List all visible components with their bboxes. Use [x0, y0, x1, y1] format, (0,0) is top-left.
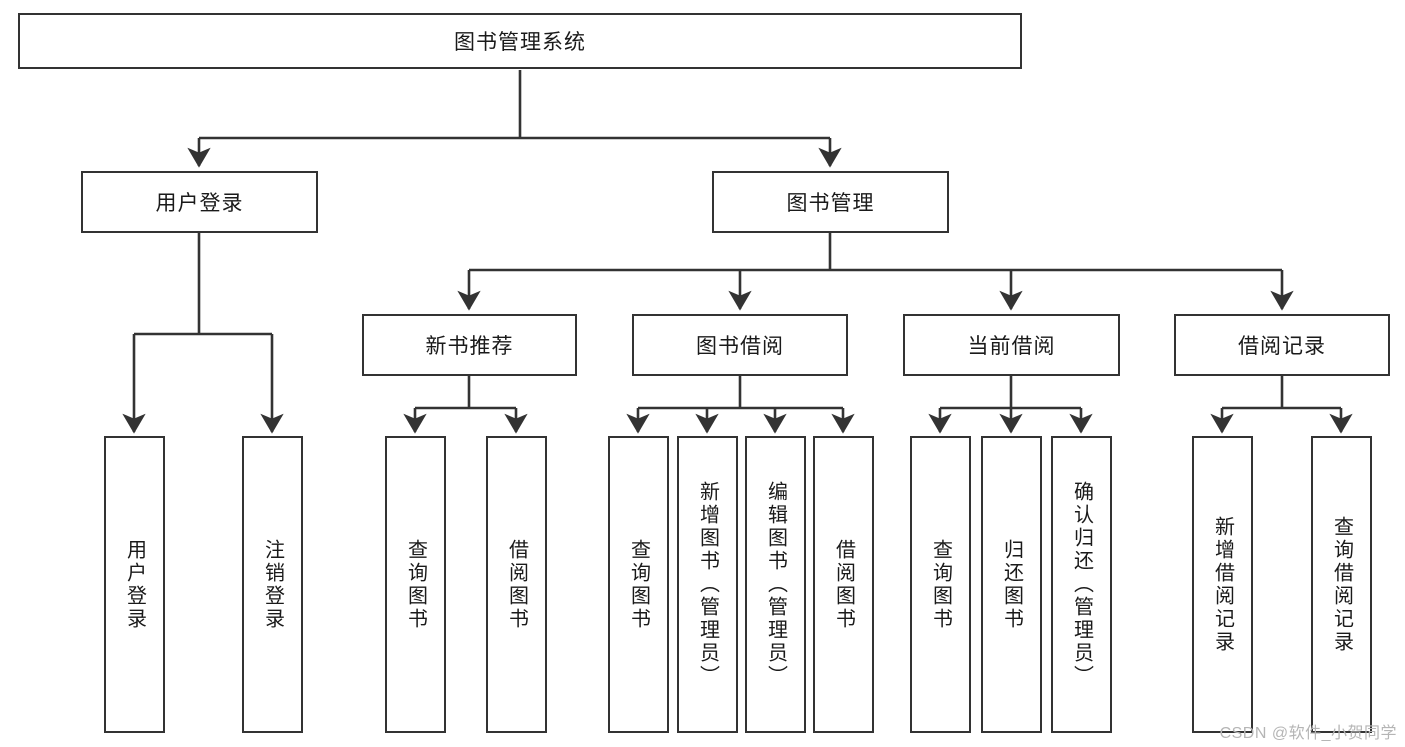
node-leaf-return-book[interactable]: 归还图书	[981, 436, 1042, 733]
node-leaf-query-book-1[interactable]: 查询图书	[385, 436, 446, 733]
node-current-borrow-label: 当前借阅	[967, 335, 1056, 358]
node-leaf-confirm-return-label: 确认归还（管理员）	[1070, 481, 1093, 688]
node-leaf-user-login[interactable]: 用户登录	[104, 436, 165, 733]
node-book-manage[interactable]: 图书管理	[712, 171, 949, 233]
node-user-login[interactable]: 用户登录	[81, 171, 318, 233]
node-current-borrow[interactable]: 当前借阅	[903, 314, 1120, 376]
node-book-borrow-label: 图书借阅	[696, 335, 784, 358]
node-leaf-query-book-3-label: 查询图书	[929, 538, 952, 631]
node-leaf-query-book-3[interactable]: 查询图书	[910, 436, 971, 733]
node-leaf-add-book-label: 新增图书（管理员）	[696, 481, 719, 688]
node-leaf-borrow-book-1-label: 借阅图书	[505, 538, 528, 631]
node-leaf-borrow-book-2-label: 借阅图书	[832, 538, 855, 631]
node-borrow-record[interactable]: 借阅记录	[1174, 314, 1390, 376]
node-borrow-record-label: 借阅记录	[1238, 335, 1326, 358]
node-new-book-rec[interactable]: 新书推荐	[362, 314, 577, 376]
node-leaf-return-book-label: 归还图书	[1000, 538, 1023, 631]
node-leaf-query-book-2-label: 查询图书	[627, 538, 650, 631]
node-leaf-user-login-label: 用户登录	[123, 538, 146, 631]
node-book-manage-label: 图书管理	[786, 192, 875, 215]
node-leaf-query-book-1-label: 查询图书	[404, 538, 427, 631]
node-leaf-query-book-2[interactable]: 查询图书	[608, 436, 669, 733]
node-leaf-logout-label: 注销登录	[261, 538, 284, 631]
node-leaf-edit-book[interactable]: 编辑图书（管理员）	[745, 436, 806, 733]
node-root[interactable]: 图书管理系统	[18, 13, 1022, 69]
node-book-borrow[interactable]: 图书借阅	[632, 314, 848, 376]
node-leaf-query-record-label: 查询借阅记录	[1330, 515, 1353, 654]
node-leaf-add-book[interactable]: 新增图书（管理员）	[677, 436, 738, 733]
watermark: CSDN @软件_小贺同学	[1219, 725, 1397, 742]
node-user-login-label: 用户登录	[155, 192, 244, 215]
node-leaf-query-record[interactable]: 查询借阅记录	[1311, 436, 1372, 733]
node-leaf-confirm-return[interactable]: 确认归还（管理员）	[1051, 436, 1112, 733]
node-new-book-rec-label: 新书推荐	[425, 335, 514, 358]
node-leaf-logout[interactable]: 注销登录	[242, 436, 303, 733]
node-leaf-edit-book-label: 编辑图书（管理员）	[764, 481, 787, 688]
node-leaf-add-record-label: 新增借阅记录	[1211, 515, 1234, 654]
node-leaf-borrow-book-1[interactable]: 借阅图书	[486, 436, 547, 733]
node-leaf-borrow-book-2[interactable]: 借阅图书	[813, 436, 874, 733]
node-leaf-add-record[interactable]: 新增借阅记录	[1192, 436, 1253, 733]
node-root-label: 图书管理系统	[454, 31, 586, 54]
